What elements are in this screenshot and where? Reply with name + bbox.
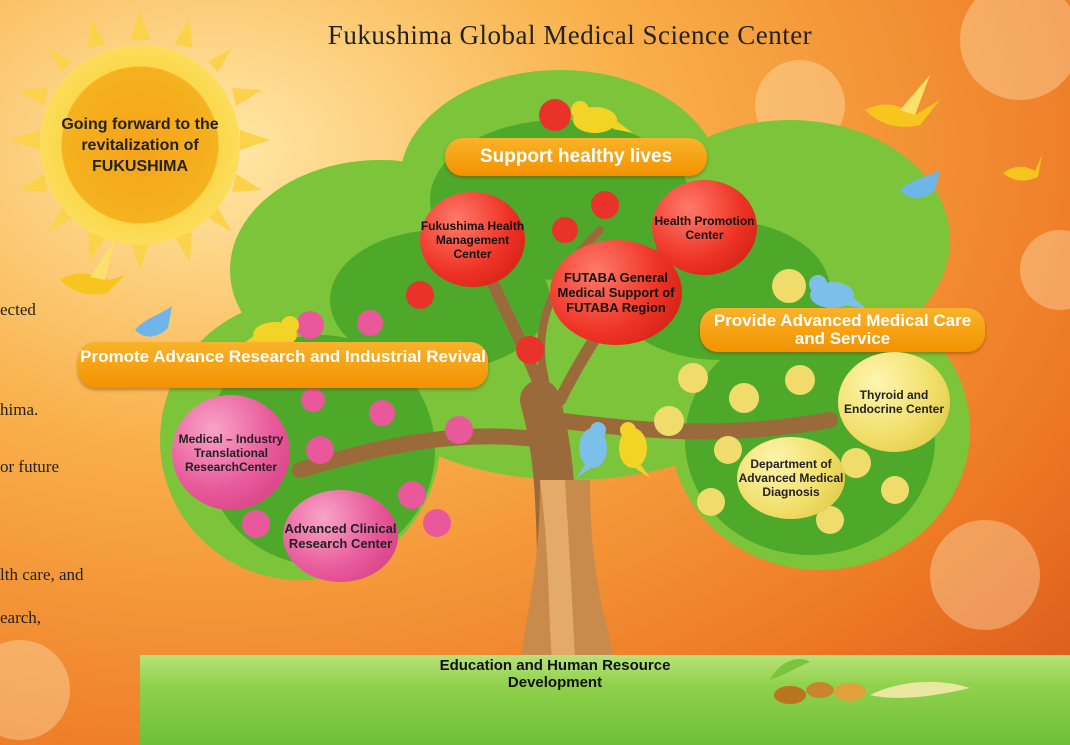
bird-blue-icon [135,306,172,337]
bird-blue-icon [809,275,868,310]
fruit-label: Department of Advanced Medical Diagnosis [738,457,844,499]
bird-yellow-icon [619,422,650,478]
fruit-futaba-support: FUTABA General Medical Support of FUTABA… [550,240,682,345]
seedlings-icon [770,659,970,704]
bird-yellow-icon [865,75,940,127]
bird-yellow-icon [571,101,633,133]
bird-blue-icon [900,170,940,199]
bokeh-light [960,0,1070,100]
fruit-health-management-center: Fukushima Health Management Center [420,192,525,287]
sun-rays-icon [10,10,270,270]
fruit-label: FUTABA General Medical Support of FUTABA… [557,270,675,315]
fruit-health-promotion-center: Health Promotion Center [652,180,757,275]
grass-ground [140,655,1070,745]
bird-yellow-icon [60,240,125,295]
bird-yellow-icon [1003,155,1042,181]
fruit-label: Thyroid and Endocrine Center [843,388,945,416]
sun-text: Going forward to the revitalization of F… [61,115,219,175]
fruit-clinical-research-center: Advanced Clinical Research Center [283,490,398,582]
banner-advanced-medical-care: Provide Advanced Medical Care and Servic… [700,308,985,352]
side-text-line: or future [0,457,60,476]
fruit-label: Fukushima Health Management Center [420,218,525,261]
sun: Going forward to the revitalization of F… [40,45,240,245]
education-human-resource-label: Education and Human Resource Development [439,657,671,691]
side-text-line: lth care, and [0,565,84,584]
fruit-label: Advanced Clinical Research Center [284,521,397,551]
fruit-advanced-diagnosis-department: Department of Advanced Medical Diagnosis [737,437,845,519]
fruit-translational-research-center: Medical – Industry Translational Researc… [172,395,290,510]
side-text-line: earch, [0,608,42,627]
banner-promote-research: Promote Advance Research and Industrial … [78,342,488,388]
page-title: Fukushima Global Medical Science Center [327,20,813,50]
bokeh-light [930,520,1040,630]
fruit-thyroid-endocrine-center: Thyroid and Endocrine Center [838,352,950,452]
fruit-label: Medical – Industry Translational Researc… [178,431,284,474]
side-text-line: hima. [0,400,39,419]
bird-blue-icon [576,422,607,478]
side-text-line: ected [0,300,36,319]
banner-support-healthy-lives: Support healthy lives [445,138,707,176]
fruit-label: Health Promotion Center [654,213,755,242]
